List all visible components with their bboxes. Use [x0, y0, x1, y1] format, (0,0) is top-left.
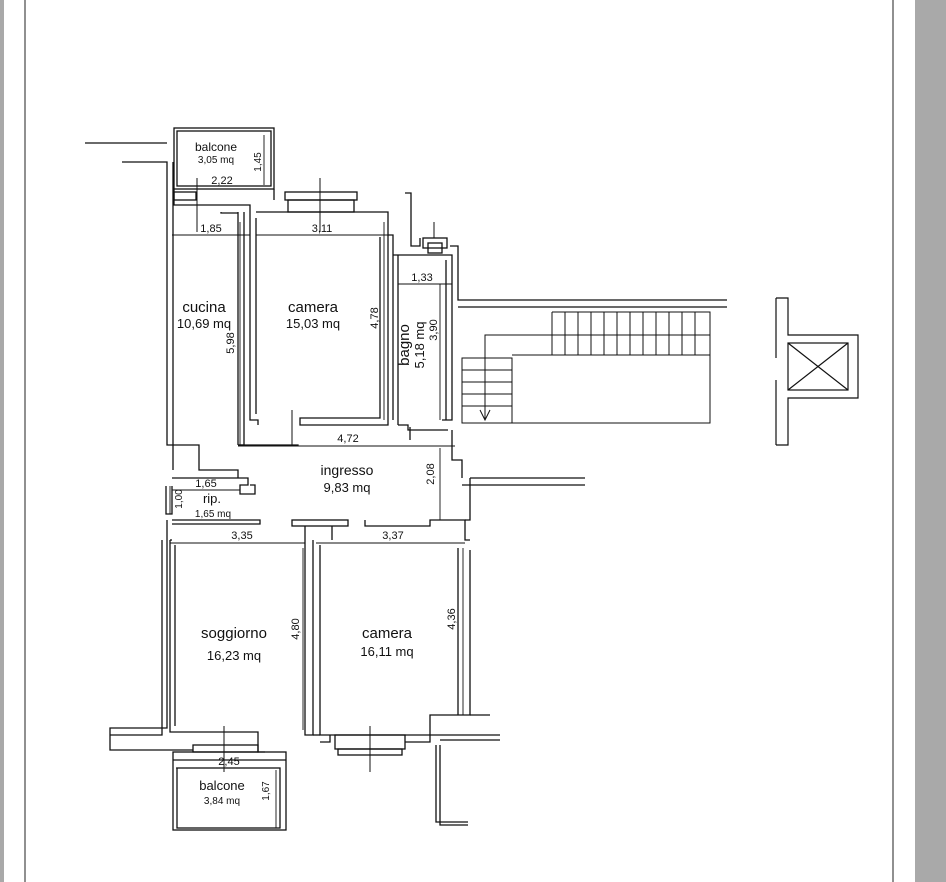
dim-camera-top-width: 3,11 — [312, 223, 333, 235]
room-area-cucina: 10,69 mq — [177, 316, 231, 331]
room-name-bagno: bagno — [396, 324, 413, 366]
dim-bagno-height: 3,90 — [428, 319, 440, 340]
dim-ingresso-width: 4,72 — [337, 433, 358, 445]
dim-soggiorno-height: 4,80 — [290, 618, 302, 639]
room-name-camera-bottom: camera — [362, 625, 413, 642]
dim-cucina-height: 5,98 — [225, 332, 237, 353]
dim-rip-height: 1,00 — [174, 489, 185, 509]
room-area-balcone-top: 3,05 mq — [198, 155, 234, 166]
room-name-balcone-bottom: balcone — [199, 778, 245, 793]
room-area-bagno: 5,18 mq — [412, 322, 427, 369]
dim-balcone-top-height: 1,45 — [253, 152, 264, 172]
left-gray-margin — [0, 0, 4, 882]
dim-soggiorno-width: 3,35 — [231, 530, 252, 542]
dimension-lines — [169, 135, 465, 828]
room-name-rip: rip. — [203, 491, 221, 506]
dim-rip-width: 1,65 — [195, 478, 216, 490]
dim-balcone-bottom-width: 2,45 — [218, 756, 239, 768]
walls — [85, 127, 727, 831]
room-area-camera-bottom: 16,11 mq — [360, 644, 413, 659]
dim-balcone-top-width: 2,22 — [211, 175, 232, 187]
room-name-soggiorno: soggiorno — [201, 625, 267, 642]
room-name-ingresso: ingresso — [321, 462, 374, 478]
room-area-soggiorno: 16,23 mq — [207, 648, 261, 663]
room-name-balcone-top: balcone — [195, 140, 237, 154]
room-area-ingresso: 9,83 mq — [324, 480, 371, 495]
dim-ingresso-height: 2,08 — [425, 463, 437, 484]
right-gray-margin — [915, 0, 946, 882]
room-name-camera-top: camera — [288, 299, 339, 316]
room-area-camera-top: 15,03 mq — [286, 316, 340, 331]
dim-balcone-bottom-height: 1,67 — [261, 781, 272, 801]
dim-camera-bottom-width: 3,37 — [382, 530, 403, 542]
room-area-balcone-bottom: 3,84 mq — [204, 796, 240, 807]
room-name-cucina: cucina — [182, 299, 226, 316]
dim-bagno-width: 1,33 — [411, 272, 432, 284]
window-axes — [196, 178, 435, 772]
dim-cucina-width: 1,85 — [200, 223, 221, 235]
staircase — [461, 311, 711, 424]
dim-camera-top-height: 4,78 — [369, 307, 381, 328]
dim-camera-bottom-height: 4,36 — [446, 608, 458, 629]
elevator-shaft — [775, 297, 859, 446]
room-area-rip: 1,65 mq — [195, 509, 231, 520]
